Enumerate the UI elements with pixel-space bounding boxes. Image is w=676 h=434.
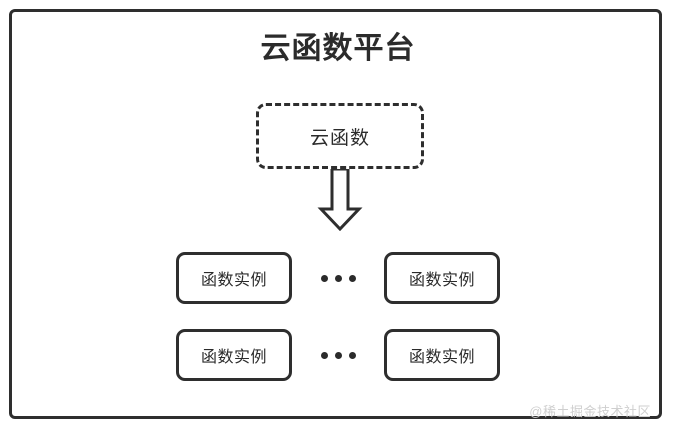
ellipsis-dot (334, 274, 342, 282)
platform-title: 云函数平台 (260, 32, 416, 65)
function-instance-box: 函数实例 (384, 329, 500, 381)
ellipsis-icon (320, 252, 356, 304)
ellipsis-dot (334, 351, 342, 359)
ellipsis-dot (348, 274, 356, 282)
function-instance-label: 函数实例 (408, 272, 475, 289)
function-instance-label: 函数实例 (200, 272, 267, 289)
instance-row: 函数实例 函数实例 (176, 252, 500, 304)
cloud-function-label: 云函数 (309, 127, 370, 149)
function-instance-box: 函数实例 (176, 252, 292, 304)
function-instance-label: 函数实例 (408, 349, 475, 366)
function-instance-box: 函数实例 (176, 329, 292, 381)
instance-row: 函数实例 函数实例 (176, 329, 500, 381)
function-instance-label: 函数实例 (200, 349, 267, 366)
ellipsis-dot (348, 351, 356, 359)
function-instance-box: 函数实例 (384, 252, 500, 304)
ellipsis-dot (320, 274, 328, 282)
ellipsis-dot (320, 351, 328, 359)
ellipsis-icon (320, 329, 356, 381)
down-block-arrow-icon (313, 169, 367, 231)
cloud-function-node: 云函数 (256, 103, 424, 169)
watermark: @稀土掘金技术社区 (529, 404, 651, 419)
